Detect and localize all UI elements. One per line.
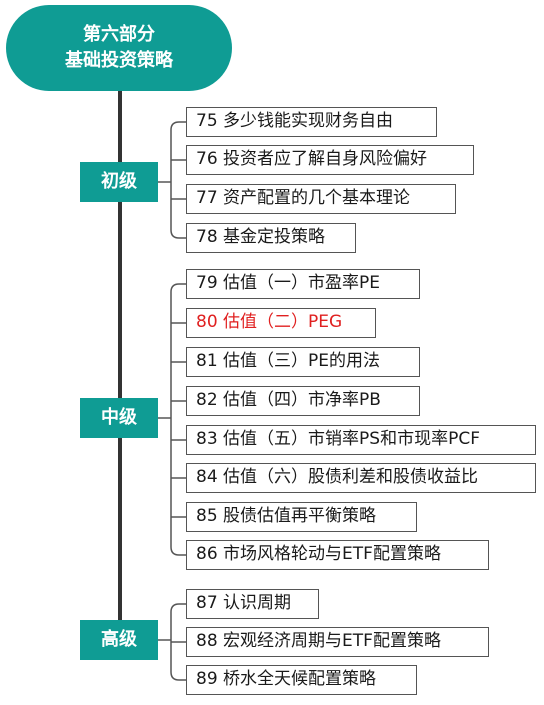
branch-connector [170, 121, 186, 239]
topic-node: 80 估值（二）PEG [186, 308, 376, 338]
root-title-line2: 基础投资策略 [65, 50, 173, 71]
topic-node: 86 市场风格轮动与ETF配置策略 [186, 540, 489, 570]
level-node: 高级 [80, 620, 158, 660]
branch-connector [170, 283, 186, 556]
topic-node: 75 多少钱能实现财务自由 [186, 107, 437, 137]
root-node: 第六部分 基础投资策略 [6, 5, 232, 91]
topic-node: 84 估值（六）股债利差和股债收益比 [186, 463, 536, 493]
level-node: 中级 [80, 398, 158, 438]
topic-node: 88 宏观经济周期与ETF配置策略 [186, 627, 489, 657]
topic-node: 81 估值（三）PE的用法 [186, 347, 420, 377]
topic-node: 77 资产配置的几个基本理论 [186, 184, 456, 214]
main-stem [118, 91, 122, 659]
topic-node: 79 估值（一）市盈率PE [186, 269, 420, 299]
topic-node: 76 投资者应了解自身风险偏好 [186, 145, 474, 175]
topic-node: 83 估值（五）市销率PS和市现率PCF [186, 425, 536, 455]
topic-node: 87 认识周期 [186, 589, 319, 619]
topic-node: 78 基金定投策略 [186, 223, 356, 253]
topic-node: 85 股债估值再平衡策略 [186, 502, 417, 532]
root-title-line1: 第六部分 [83, 24, 155, 45]
topic-node: 82 估值（四）市净率PB [186, 386, 420, 416]
level-node: 初级 [80, 162, 158, 202]
topic-node: 89 桥水全天候配置策略 [186, 665, 417, 695]
